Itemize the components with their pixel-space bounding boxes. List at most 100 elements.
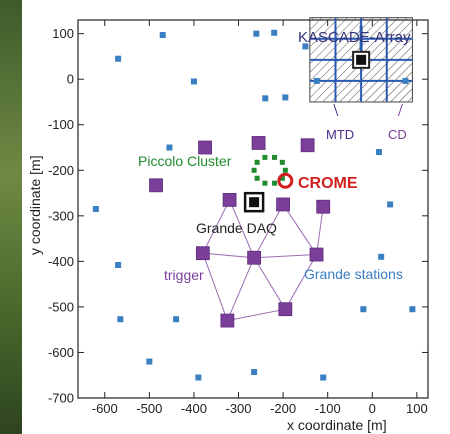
piccolo-detector [254,159,260,165]
y-tick-label: -300 [48,208,74,223]
trigger-link [284,254,317,310]
trigger-station [278,302,293,317]
y-tick-label: -400 [48,254,74,269]
grande-station [173,316,180,323]
kascade-center-fill [356,54,367,65]
y-tick-label: 100 [52,26,74,41]
grande-station [146,358,153,365]
cd-pointer [397,103,403,117]
grande-station [115,55,122,62]
y-tick-label: -700 [48,391,74,406]
trigger-station [198,140,212,155]
piccolo-detector [262,154,268,160]
grande-station [271,29,278,36]
grande-station [320,374,327,381]
kascade-label: KASCADE-Array [298,29,411,46]
x-tick-label: 0 [369,401,376,416]
grande-station [253,30,260,37]
axis-ticks: -600 -500 -400 -300 -200 -100 0 100 100 0 -100 -200… [48,20,428,416]
piccolo-cluster-marker [251,154,288,186]
grande-station [282,94,289,101]
y-tick-label: 0 [67,72,74,87]
grande-station [190,78,197,85]
daq-label: Grande DAQ [196,220,277,236]
trigger-station [149,178,163,193]
mtd-pointer [333,103,339,117]
y-tick-label: -600 [48,345,74,360]
piccolo-label: Piccolo Cluster [138,153,232,169]
trigger-link [253,257,286,310]
trigger-link [229,199,255,258]
grande-station [360,306,367,313]
trigger-link [227,308,286,322]
x-tick-label: -100 [315,401,341,416]
trigger-station [309,247,324,262]
piccolo-detector [282,167,288,173]
y-tick-label: -500 [48,299,74,314]
piccolo-detector [272,154,278,160]
x-tick-label: -200 [270,401,296,416]
trigger-link [316,206,324,255]
x-tick-label: -500 [136,401,162,416]
trigger-link [202,252,255,259]
grande-station [378,253,385,260]
trigger-station [276,197,290,212]
grande-station [195,374,202,381]
trigger-station [300,138,315,153]
trigger-station [316,199,331,214]
kascade-array-inset [309,17,413,117]
x-tick-label: -300 [225,401,251,416]
trigger-links [202,199,324,322]
piccolo-detector [272,180,278,186]
grande-station [115,262,122,269]
trigger-station [247,250,262,265]
grande-station [251,369,258,376]
x-tick-label: -600 [92,401,118,416]
grande-stations-label: Grande stations [304,266,403,282]
trigger-label: trigger [164,267,204,283]
grande-station [375,149,382,156]
crome-marker [277,172,294,189]
grande-station [262,95,269,102]
grande-stations [92,29,416,381]
grande-station [117,316,124,323]
piccolo-detector [262,180,268,186]
trigger-station [195,246,210,261]
grande-station [302,43,309,50]
piccolo-detector [254,175,260,181]
crome-ring [277,172,294,189]
trigger-station [251,136,266,150]
daq-inner [249,197,260,208]
grande-station [159,32,166,39]
y-tick-label: -200 [48,163,74,178]
y-axis-label: y coordinate [m] [27,155,43,255]
kascade-detector [313,77,320,84]
trigger-station [220,313,235,328]
grande-station [409,306,416,313]
x-tick-label: -400 [181,401,207,416]
trigger-link [226,257,255,321]
piccolo-detector [279,175,285,181]
y-tick-label: -100 [48,117,74,132]
trigger-stations [149,136,331,328]
mtd-label: MTD [326,127,354,142]
grande-station [92,206,99,212]
trigger-link [253,204,284,258]
trigger-station [222,192,237,207]
trigger-link [202,253,228,321]
grande-station [166,144,173,151]
crome-label: CROME [298,175,358,192]
x-axis-label: x coordinate [m] [287,417,387,433]
trigger-link [254,254,317,259]
grande-daq-marker [243,191,265,213]
grande-station [387,201,394,208]
cd-label: CD [388,127,407,142]
x-tick-label: 100 [406,401,428,416]
photo-background-strip [0,0,22,434]
kascade-detector [402,77,409,84]
piccolo-detector [251,167,257,173]
trigger-link [202,199,231,254]
piccolo-detector [279,159,285,165]
